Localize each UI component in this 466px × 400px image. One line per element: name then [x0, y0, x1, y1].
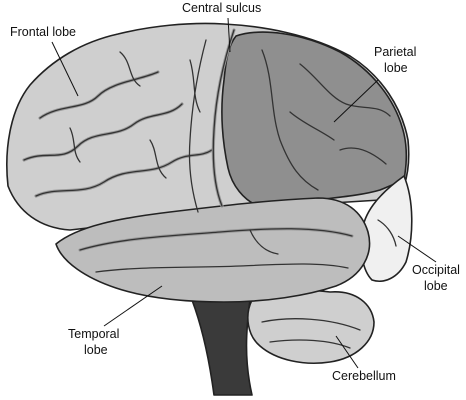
central-sulcus [212, 29, 235, 207]
temporal-lobe-label-line2: lobe [84, 343, 108, 357]
cerebellum [247, 289, 375, 365]
occipital-lobe-label-line2: lobe [424, 279, 448, 293]
parietal-gyri [261, 49, 391, 191]
occipital-lobe [360, 175, 413, 282]
frontal-gyri [22, 51, 214, 198]
parietal-lobe-label-line1: Parietal [374, 45, 416, 59]
cerebellum-label: Cerebellum [332, 369, 396, 383]
central-sulcus-label: Central sulcus [182, 1, 261, 15]
frontal-lobe-label: Frontal lobe [10, 25, 76, 39]
brainstem [191, 299, 253, 396]
temporal-lobe-label-line1: Temporal [68, 327, 119, 341]
temporal-lobe [55, 197, 371, 303]
temporal-gyri [78, 227, 354, 273]
occipital-lobe-label-line1: Occipital [412, 263, 460, 277]
parietal-lobe-label-line2: lobe [384, 61, 408, 75]
parietal-lobe [221, 31, 408, 207]
